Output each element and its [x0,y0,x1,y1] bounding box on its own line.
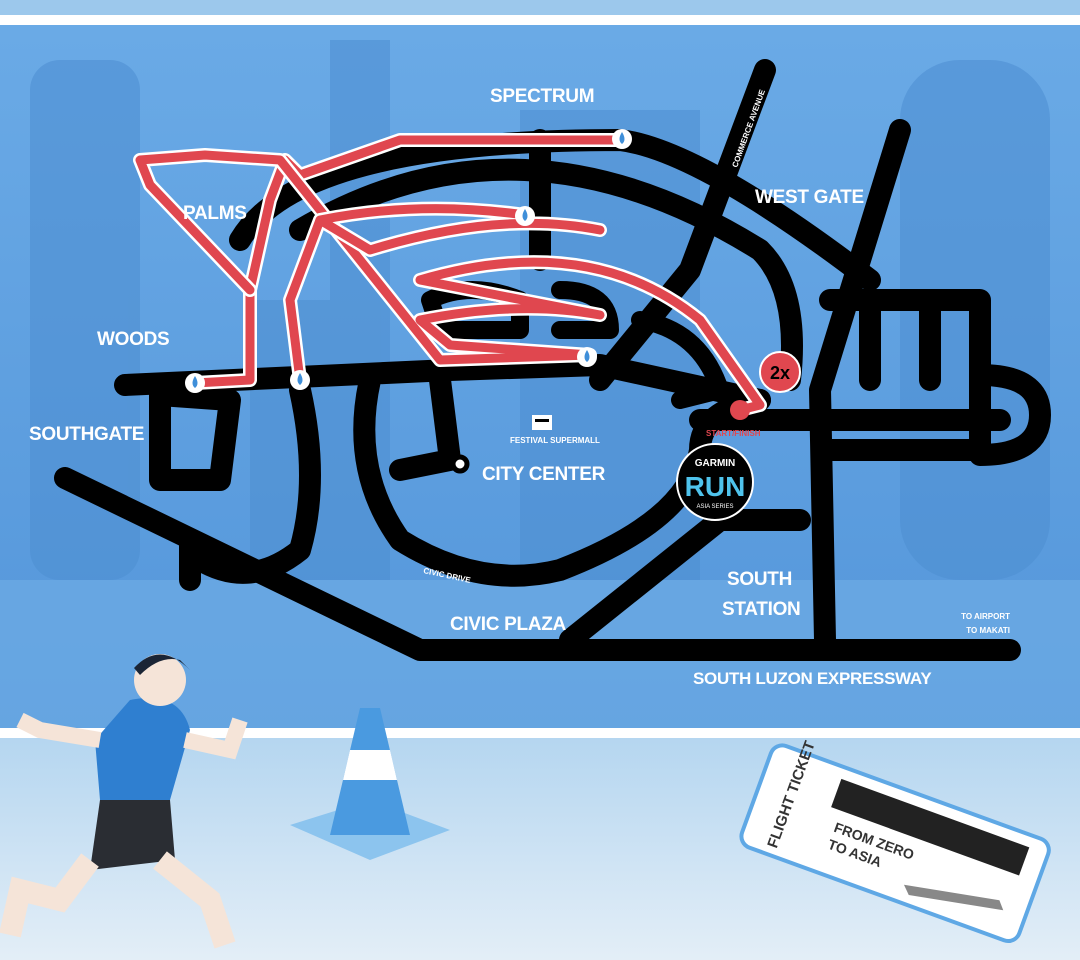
water-stations [185,129,632,393]
label-city-center: CITY CENTER [482,464,606,485]
water-drop-icon [185,373,205,393]
label-spectrum: SPECTRUM [490,86,594,107]
flight-ticket-illustration: FLIGHT TICKET FROM ZERO TO ASIA [739,739,1051,944]
water-drop-icon [612,129,632,149]
traffic-cone-illustration [290,708,450,860]
svg-text:ASIA SERIES: ASIA SERIES [696,504,733,510]
mall-icon [532,415,552,430]
label-slex: SOUTH LUZON EXPRESSWAY [693,669,932,688]
barcode [831,778,1030,876]
garmin-run-logo: GARMIN RUN ASIA SERIES [676,443,754,521]
laps-label: 2x [770,363,790,383]
direction-airport: TO AIRPORT [961,612,1010,621]
runner-illustration [0,654,248,949]
label-start-finish: START/FINISH [706,429,761,438]
water-drop-icon [515,206,535,226]
svg-text:GARMIN: GARMIN [695,458,736,469]
water-drop-icon [290,370,310,390]
label-southgate: SOUTHGATE [29,424,144,445]
svg-text:RUN: RUN [685,471,746,502]
label-festival-supermall: FESTIVAL SUPERMALL [510,436,600,445]
label-west-gate: WEST GATE [755,187,864,208]
label-woods: WOODS [97,329,169,350]
airplane-icon [903,884,1004,911]
label-south: SOUTH [727,569,792,590]
label-palms: PALMS [183,203,247,224]
laps-badge [759,351,801,393]
direction-makati: TO MAKATI [966,626,1010,635]
race-route [133,133,767,417]
start-finish-marker [730,400,750,420]
water-drop-icon [577,347,597,367]
label-station: STATION [722,599,800,620]
roads [54,59,1051,661]
label-civic-plaza: CIVIC PLAZA [450,614,567,635]
